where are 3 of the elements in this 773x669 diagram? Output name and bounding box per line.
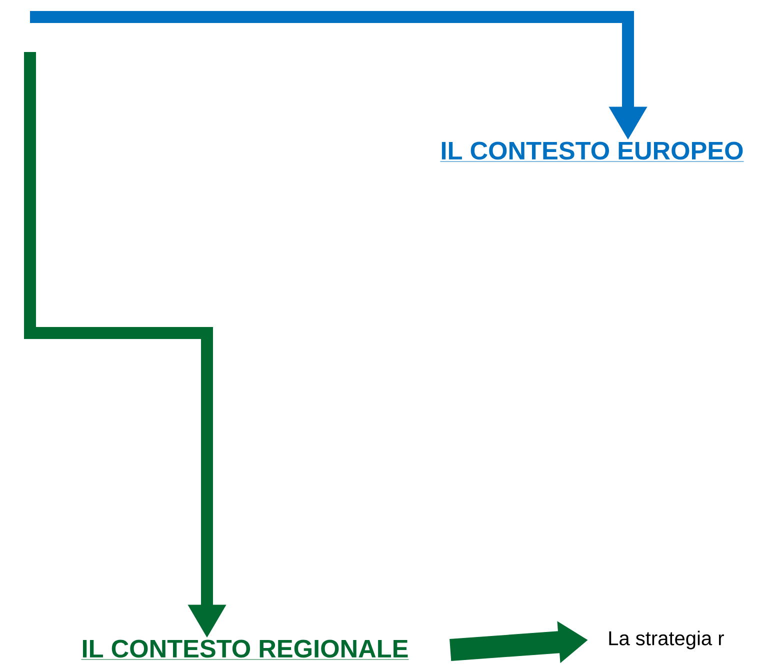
heading-text: IL CONTESTO EUROPEO xyxy=(440,142,744,162)
heading-text: IL CONTESTO REGIONALE xyxy=(81,640,410,660)
body-text: La strategia r xyxy=(609,630,724,650)
